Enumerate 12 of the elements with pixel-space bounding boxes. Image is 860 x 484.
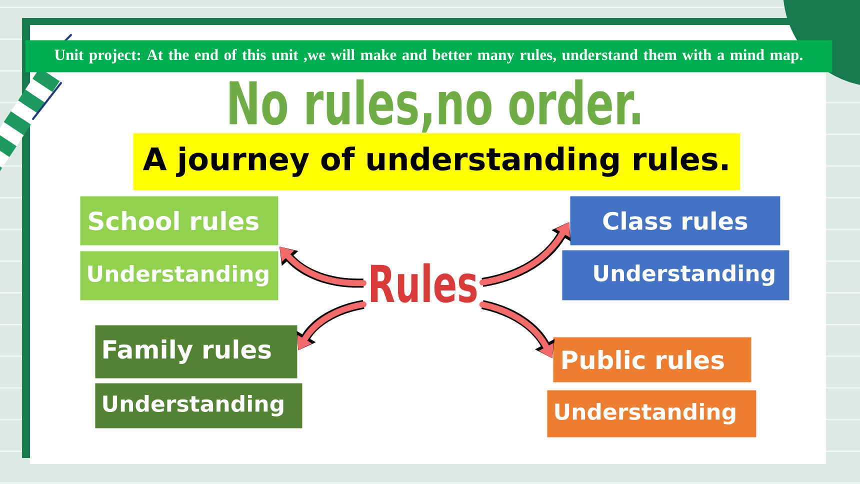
banner: Unit project: At the end of this unit ,we will make and better many rules, understand them with a mind map. bbox=[25, 40, 832, 72]
title: No rules,no order. bbox=[230, 79, 640, 133]
central-topic: Rules bbox=[370, 263, 477, 303]
highlighted-heading: A journey of understanding rules. bbox=[133, 133, 740, 190]
label-box: Understanding bbox=[547, 390, 756, 438]
label-box: Understanding bbox=[80, 251, 278, 300]
category-box: Family rules bbox=[95, 325, 298, 378]
label-box: Understanding bbox=[562, 250, 790, 300]
category-box: School rules bbox=[80, 196, 278, 246]
category-box: Public rules bbox=[553, 337, 752, 382]
label-box: Understanding bbox=[95, 383, 302, 428]
category-box: Class rules bbox=[570, 196, 780, 246]
